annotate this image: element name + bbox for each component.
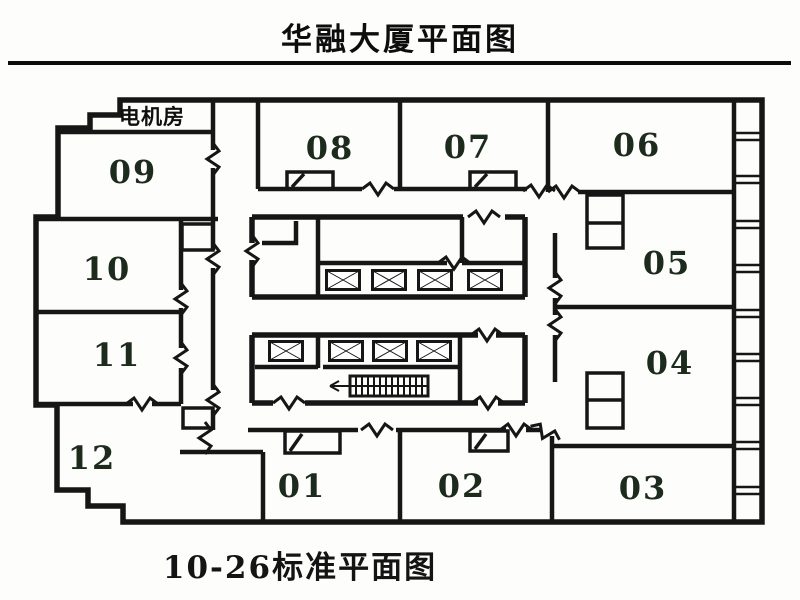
facade-strip: [731, 100, 762, 522]
machine-room-label: 电机房: [119, 105, 185, 129]
elevator-icon: [416, 340, 452, 362]
room-label-01: 01: [278, 467, 327, 505]
walls: [33, 97, 765, 525]
elevator-icon: [328, 340, 364, 362]
room-label-12: 12: [68, 439, 117, 477]
room-label-08: 08: [306, 129, 355, 167]
room-label-04: 04: [646, 344, 695, 382]
inner-walls: [36, 100, 733, 522]
title-divider: [8, 61, 791, 65]
room-label-10: 10: [83, 250, 132, 288]
room-label-05: 05: [643, 244, 692, 282]
page-title: 华融大厦平面图: [281, 22, 519, 58]
elevator-icon: [325, 269, 361, 291]
room-label-06: 06: [613, 126, 662, 164]
elevator-icon: [417, 269, 453, 291]
elevator-icon: [371, 269, 407, 291]
room-label-09: 09: [109, 153, 158, 191]
room-label-11: 11: [93, 336, 142, 374]
elevator-icon: [467, 269, 503, 291]
elevator-icon: [372, 340, 408, 362]
plan-caption: 10-26标准平面图: [162, 550, 438, 586]
room-label-02: 02: [438, 467, 487, 505]
staircase-icon: [329, 374, 430, 398]
elevator-bank-upper: [325, 269, 503, 291]
room-labels: 电机房 09 08 07 06 05 04 03 02 01 12 11 10: [68, 105, 695, 507]
elevator-bank-lower: [268, 340, 452, 362]
room-label-03: 03: [619, 469, 668, 507]
door-vestibules: [180, 170, 625, 455]
elevator-icon: [268, 340, 304, 362]
room-label-07: 07: [444, 128, 493, 166]
